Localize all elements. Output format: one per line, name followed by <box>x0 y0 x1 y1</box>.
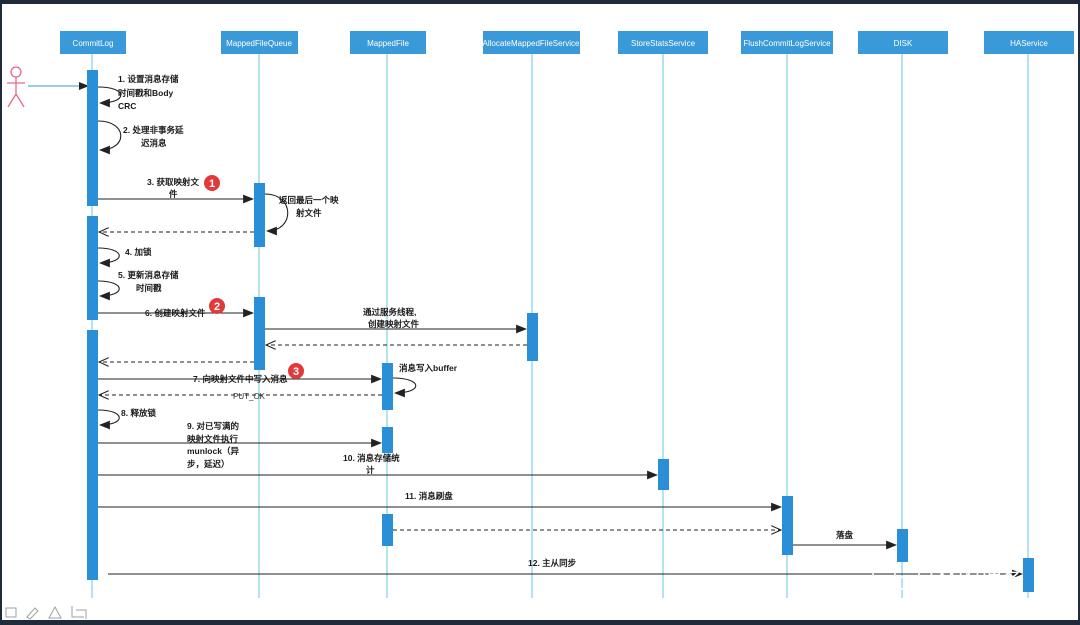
participant-storestatsservice: StoreStatsService <box>618 31 708 54</box>
stick-figure-icon <box>7 66 25 108</box>
shape-icon[interactable] <box>48 605 62 619</box>
message-labels: 1. 设置消息存储 时间戳和Body CRC 2. 处理非事务延 迟消息 3. … <box>118 74 854 568</box>
window-bottom-border <box>0 620 1080 625</box>
svg-text:AllocateMappedFileService: AllocateMappedFileService <box>483 39 580 48</box>
svg-text:落盘: 落盘 <box>836 530 854 540</box>
participant-mappedfilequeue: MappedFileQueue <box>221 31 298 54</box>
pen-icon[interactable] <box>26 607 39 620</box>
participant-flushcommitlogservice: FlushCommitLogService <box>741 31 833 54</box>
svg-text:通过服务线程,: 通过服务线程, <box>363 307 416 317</box>
lifelines <box>91 54 1029 598</box>
svg-text:2: 2 <box>214 301 220 313</box>
svg-text:PUT_OK: PUT_OK <box>233 392 266 401</box>
step-badge: 1 <box>204 175 220 191</box>
svg-text:迟消息: 迟消息 <box>141 138 167 148</box>
message-arrows <box>98 194 1024 579</box>
participant-haservice: HAService <box>984 31 1074 54</box>
svg-text:返回最后一个映: 返回最后一个映 <box>279 195 339 205</box>
participant-commitlog: CommitLog <box>60 31 126 54</box>
svg-text:FlushCommitLogService: FlushCommitLogService <box>743 39 831 48</box>
watermark: 易林的博客 <box>872 563 1024 591</box>
window-left-border <box>0 0 2 625</box>
window-right-border <box>1078 0 1080 625</box>
toolbar[interactable] <box>5 605 87 620</box>
svg-text:时间戳和Body: 时间戳和Body <box>118 88 174 98</box>
svg-text:计: 计 <box>366 465 375 475</box>
svg-text:7. 向映射文件中写入消息: 7. 向映射文件中写入消息 <box>193 374 288 384</box>
svg-text:9. 对已写满的: 9. 对已写满的 <box>187 421 239 431</box>
window-top-border <box>0 0 1080 4</box>
image-icon[interactable] <box>5 607 17 618</box>
step-badge: 3 <box>288 363 304 379</box>
svg-text:件: 件 <box>169 189 178 199</box>
svg-text:步，延迟）: 步，延迟） <box>187 459 230 469</box>
svg-text:1: 1 <box>209 178 215 190</box>
svg-text:易林的博客: 易林的博客 <box>914 566 1024 591</box>
svg-text:CRC: CRC <box>118 101 136 111</box>
svg-text:1. 设置消息存储: 1. 设置消息存储 <box>118 74 179 84</box>
svg-text:CommitLog: CommitLog <box>73 39 114 48</box>
svg-text:创建映射文件: 创建映射文件 <box>367 319 420 329</box>
crop-icon[interactable] <box>71 606 87 619</box>
activation-bars <box>87 70 1034 592</box>
self-loop-arrows <box>97 86 417 430</box>
svg-text:2. 处理非事务延: 2. 处理非事务延 <box>123 125 184 135</box>
svg-text:映射文件执行: 映射文件执行 <box>187 434 239 444</box>
svg-text:5. 更新消息存储: 5. 更新消息存储 <box>118 270 179 280</box>
step-badge: 2 <box>209 298 225 314</box>
wechat-icon <box>872 563 907 591</box>
svg-text:HAService: HAService <box>1010 39 1048 48</box>
svg-text:StoreStatsService: StoreStatsService <box>631 39 696 48</box>
svg-text:4. 加锁: 4. 加锁 <box>125 247 152 257</box>
svg-text:MappedFile: MappedFile <box>367 39 409 48</box>
svg-text:DISK: DISK <box>894 39 913 48</box>
svg-text:12. 主从同步: 12. 主从同步 <box>528 558 577 568</box>
svg-text:8. 释放锁: 8. 释放锁 <box>121 408 156 418</box>
svg-text:munlock（异: munlock（异 <box>187 446 239 456</box>
svg-text:MappedFileQueue: MappedFileQueue <box>226 39 292 48</box>
svg-text:射文件: 射文件 <box>295 208 322 218</box>
participant-disk: DISK <box>858 31 948 54</box>
svg-text:消息写入buffer: 消息写入buffer <box>399 363 458 373</box>
participant-allocatemappedfileservice: AllocateMappedFileService <box>483 31 580 54</box>
svg-text:时间戳: 时间戳 <box>136 283 162 293</box>
svg-text:10. 消息存储统: 10. 消息存储统 <box>343 453 400 463</box>
participant-mappedfile: MappedFile <box>350 31 426 54</box>
svg-text:6. 创建映射文件: 6. 创建映射文件 <box>145 308 206 318</box>
svg-text:11. 消息刷盘: 11. 消息刷盘 <box>405 491 453 501</box>
svg-text:3: 3 <box>293 366 299 378</box>
svg-text:3. 获取映射文: 3. 获取映射文 <box>147 177 199 187</box>
